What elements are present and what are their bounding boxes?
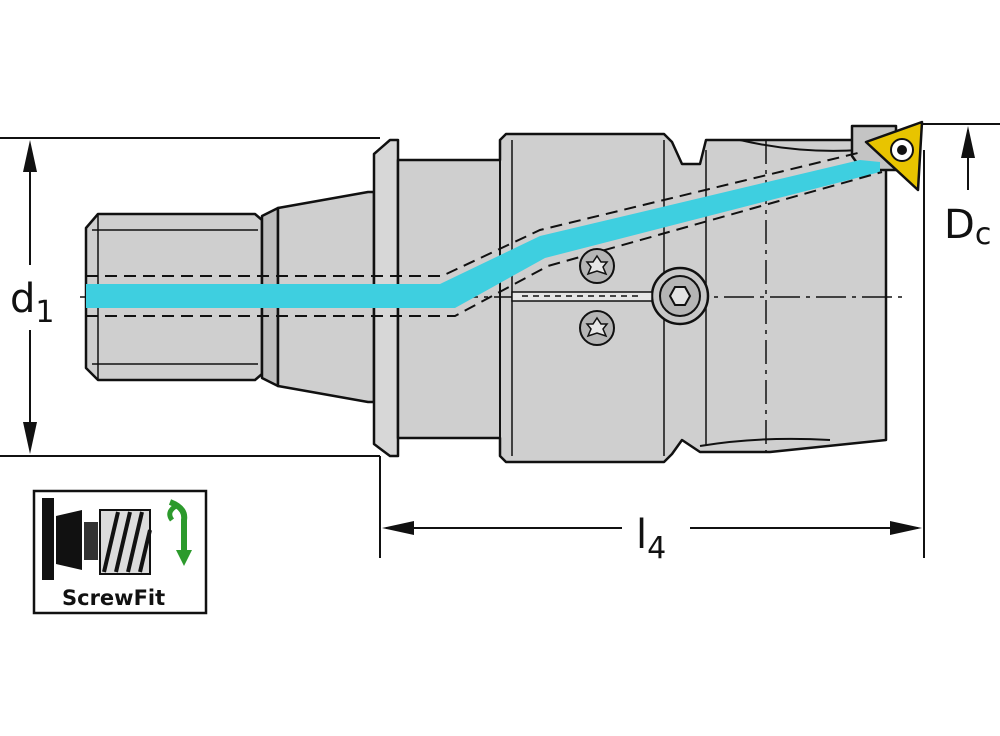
coolant-channel <box>86 151 883 317</box>
hex-screw-icon <box>650 266 710 326</box>
dimension-label-l4: l4 <box>636 512 666 566</box>
cutting-insert-icon <box>864 120 924 192</box>
rotate-down-arrow-icon <box>167 499 192 566</box>
torx-screw-icon-upper <box>579 248 615 284</box>
torx-screw-icon-lower <box>579 310 615 346</box>
screwfit-logo: ScrewFit <box>32 489 208 615</box>
adjustment-slot <box>511 291 653 302</box>
screwfit-label: ScrewFit <box>62 586 165 610</box>
dimension-l4 <box>379 150 925 558</box>
dimension-dc <box>922 123 1000 190</box>
dimension-label-d1: d1 <box>10 276 54 330</box>
dimension-label-dc: Dc <box>944 202 991 252</box>
dimension-d1 <box>0 137 380 457</box>
